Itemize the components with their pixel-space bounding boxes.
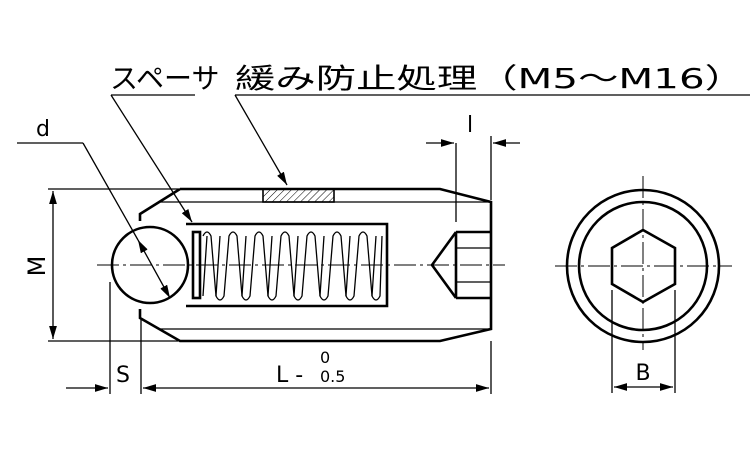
label-S: S xyxy=(116,363,130,388)
dim-l: l xyxy=(426,113,520,222)
label-locking-treatment: 緩み防止処理（M5～M16） xyxy=(235,62,745,95)
spring-coil xyxy=(202,231,383,301)
dim-M: M xyxy=(23,188,178,342)
end-view: B xyxy=(555,176,732,393)
label-L-tol-lower: 0.5 xyxy=(320,367,345,386)
label-L: L - xyxy=(276,363,303,388)
label-M: M xyxy=(23,256,51,277)
dim-S-L: S L - 0 0.5 xyxy=(66,282,492,394)
dim-d: d xyxy=(17,117,171,299)
label-spacer: スペーサ xyxy=(110,62,219,95)
label-d: d xyxy=(36,117,50,142)
callout-spacer: スペーサ xyxy=(110,62,219,223)
plunger-body xyxy=(138,187,493,343)
callout-locking: 緩み防止処理（M5～M16） xyxy=(234,62,750,186)
label-L-tol-upper: 0 xyxy=(320,348,330,367)
label-l: l xyxy=(467,113,473,138)
spacer-hatch xyxy=(262,188,335,203)
label-B: B xyxy=(635,361,650,386)
